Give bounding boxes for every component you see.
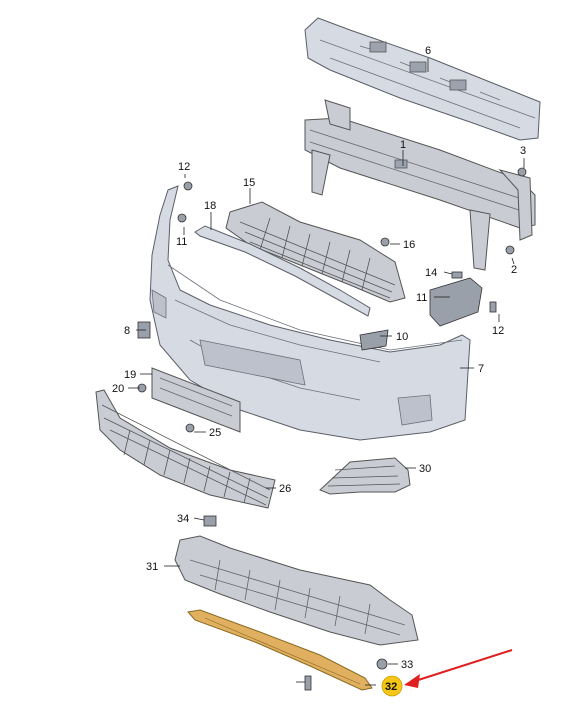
- lower-spoiler-strip: [187, 609, 373, 691]
- license-plate-bracket: [151, 367, 241, 433]
- callout-31-highlight: [381, 675, 403, 697]
- callout-7: 8: [124, 325, 130, 337]
- callout-12-right: 14: [425, 267, 437, 279]
- callout-30: 31: [146, 561, 158, 573]
- callout-2: 2: [511, 264, 517, 276]
- bumper-cover: [149, 185, 471, 441]
- callout-6: 7: [478, 363, 484, 375]
- callout-5: 6: [425, 45, 431, 57]
- callout-26: 30: [419, 463, 431, 475]
- callout-15: 16: [403, 239, 415, 251]
- lower-grille: [95, 389, 276, 509]
- callout-11-right: 12: [492, 325, 504, 337]
- callout-19: 20: [112, 383, 124, 395]
- callout-10: 11: [416, 292, 427, 304]
- callout-25: 26: [279, 483, 291, 495]
- undertray: [174, 535, 419, 646]
- callout-31: 32: [385, 681, 397, 693]
- callout-1: 1: [400, 139, 406, 151]
- leader-lines: [128, 58, 525, 686]
- fasteners: [137, 167, 527, 691]
- callout-20: 25: [209, 427, 221, 439]
- callout-18: 19: [124, 369, 136, 381]
- callout-3: 3: [520, 145, 526, 157]
- callout-14: 15: [243, 177, 255, 189]
- callout-32: 33: [401, 659, 413, 671]
- callout-16: 18: [204, 200, 216, 212]
- lower-vent-trim: [319, 457, 411, 495]
- callout-8: 10: [396, 331, 408, 343]
- impact-absorber: [304, 17, 541, 141]
- callout-33: 34: [177, 513, 189, 525]
- callout-11-left: 11: [176, 236, 187, 248]
- bumper-carrier: [304, 99, 536, 271]
- trim-strip: [194, 225, 371, 317]
- callout-12-left: 12: [178, 161, 190, 173]
- highlight-arrow: [404, 649, 513, 688]
